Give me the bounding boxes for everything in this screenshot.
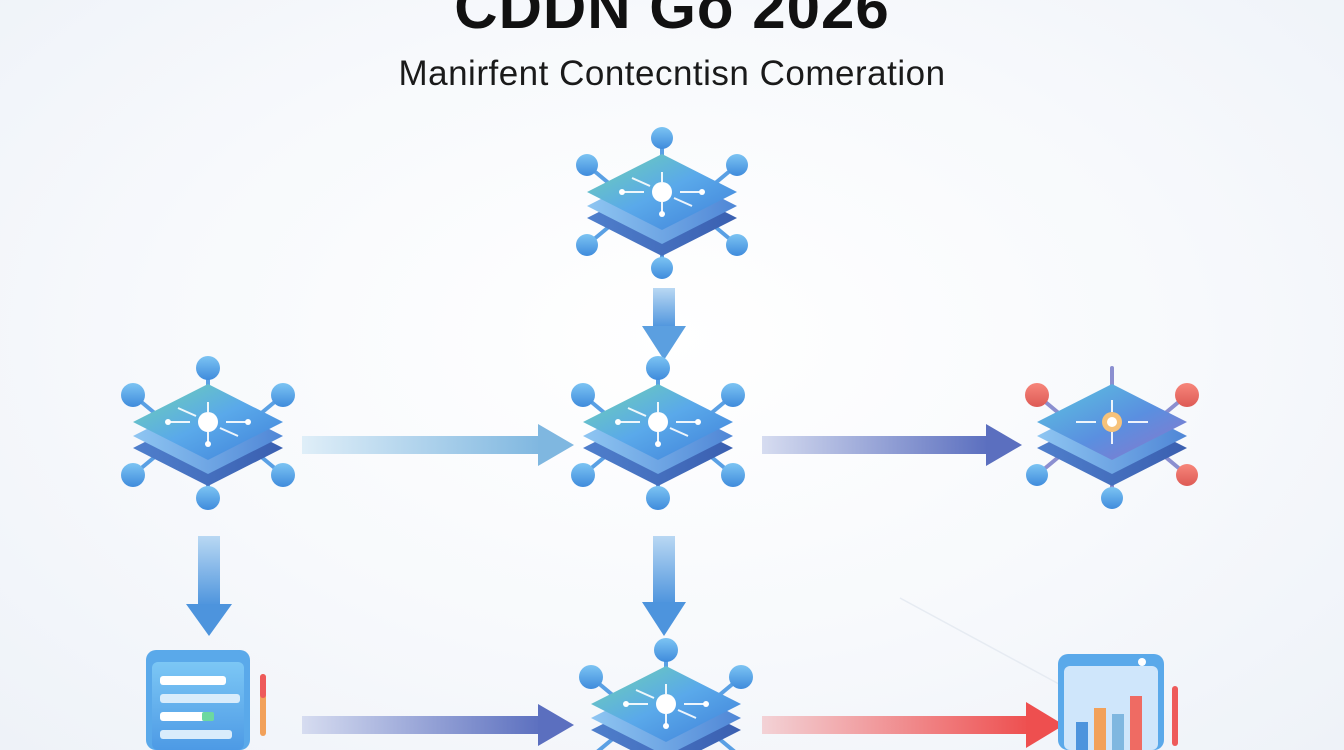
- right-chart-panel: [1058, 654, 1178, 750]
- left-hub-node: [121, 356, 295, 510]
- arrow-left-to-center: [302, 424, 574, 466]
- left-list-panel: [146, 650, 266, 750]
- arrow-panel-to-bottom: [302, 704, 574, 746]
- arrow-center-to-bottom: [642, 536, 686, 636]
- page-subtitle: Manirfent Contecntisn Comeration: [398, 54, 946, 93]
- arrow-center-to-right: [762, 424, 1022, 466]
- bottom-hub-node: [579, 638, 753, 750]
- top-hub-node: [576, 127, 748, 279]
- right-hub-node: [1025, 366, 1199, 509]
- arrow-top-to-center: [642, 288, 686, 360]
- arrow-left-to-panel: [186, 536, 232, 636]
- page-title: CDDN Go 2026: [454, 0, 890, 41]
- arrow-bottom-to-right-panel: [762, 702, 1064, 748]
- center-hub-node: [571, 356, 745, 510]
- faint-connector: [899, 597, 1071, 691]
